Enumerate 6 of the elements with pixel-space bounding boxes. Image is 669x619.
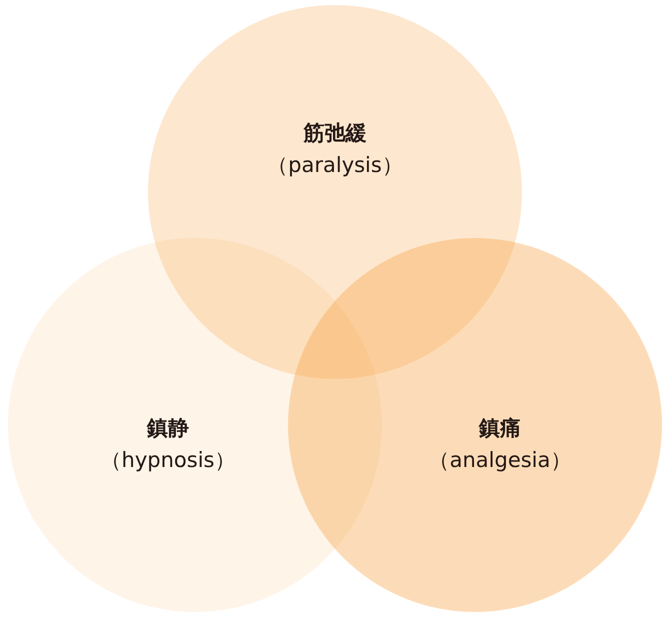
translation-label: （paralysis） (267, 152, 403, 179)
term-label: 鎮静 (147, 415, 189, 442)
term-label: 筋弛緩 (304, 120, 366, 147)
term-label: 鎮痛 (479, 415, 521, 442)
translation-label: （analgesia） (428, 447, 572, 474)
translation-label: （hypnosis） (100, 447, 236, 474)
